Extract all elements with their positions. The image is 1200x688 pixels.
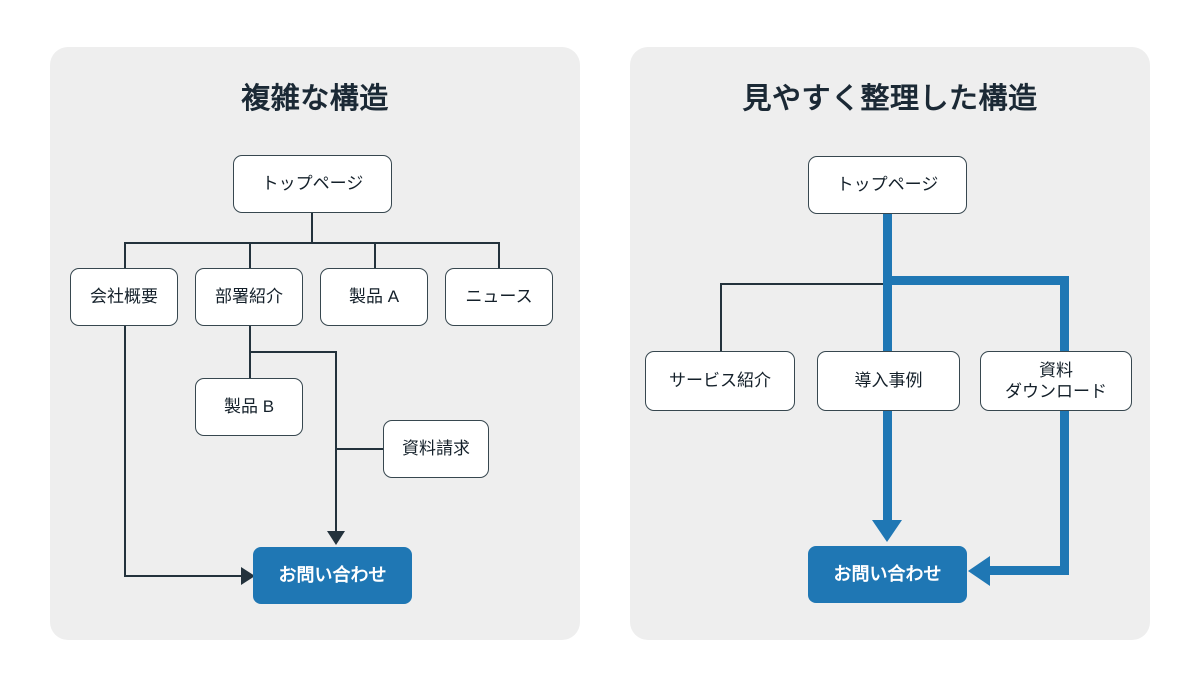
node-label: 製品 B <box>223 397 275 417</box>
node-label: トップページ <box>836 175 939 195</box>
node-label: お問い合わせ <box>833 564 942 585</box>
panel-complex-structure: 複雑な構造 <box>50 47 580 640</box>
connector-blue-top-stem <box>883 212 892 285</box>
connector-blue-cases-to-contact <box>883 411 892 521</box>
connector-left-bus <box>124 242 499 244</box>
connector-blue-download-vertical <box>1060 411 1069 575</box>
connector-left-dept-bus <box>249 351 336 353</box>
node-service-intro[interactable]: サービス紹介 <box>645 351 795 411</box>
node-contact-right[interactable]: お問い合わせ <box>808 546 967 603</box>
connector-left-drop-dept <box>249 242 251 270</box>
connector-blue-bus <box>883 276 1069 285</box>
node-case-studies[interactable]: 導入事例 <box>817 351 960 411</box>
connector-left-dept-to-productb <box>249 351 251 379</box>
node-label: 資料 ダウンロード <box>1005 360 1107 401</box>
node-label: 会社概要 <box>90 287 158 307</box>
arrowhead-right-to-contact <box>241 567 255 585</box>
node-contact-left[interactable]: お問い合わせ <box>253 547 412 604</box>
connector-blue-drop-cases <box>883 276 892 354</box>
node-label: 部署紹介 <box>215 287 283 307</box>
node-label: トップページ <box>261 174 364 194</box>
arrowhead-blue-left-to-contact <box>968 556 990 586</box>
node-company-overview[interactable]: 会社概要 <box>70 268 178 326</box>
connector-left-company-vertical <box>124 325 126 577</box>
node-document-download[interactable]: 資料 ダウンロード <box>980 351 1132 411</box>
node-product-b[interactable]: 製品 B <box>195 378 303 436</box>
node-label: 資料請求 <box>402 439 470 459</box>
node-label: お問い合わせ <box>278 565 387 586</box>
connector-right-thin-bus <box>720 283 887 285</box>
node-label: ニュース <box>465 287 533 307</box>
connector-left-company-to-contact <box>124 575 243 577</box>
node-top-page[interactable]: トップページ <box>233 155 392 213</box>
node-document-request[interactable]: 資料請求 <box>383 420 489 478</box>
connector-left-dept-stem <box>249 325 251 352</box>
node-label: サービス紹介 <box>669 371 771 391</box>
node-top-page-right[interactable]: トップページ <box>808 156 967 214</box>
connector-left-drop-producta <box>374 242 376 270</box>
arrowhead-blue-down-to-contact <box>872 520 902 542</box>
node-label: 製品 A <box>348 287 400 307</box>
node-department-intro[interactable]: 部署紹介 <box>195 268 303 326</box>
connector-left-branch-to-request <box>335 448 384 450</box>
connector-left-top-stem <box>311 213 313 243</box>
arrowhead-down-to-contact <box>327 531 345 545</box>
node-product-a[interactable]: 製品 A <box>320 268 428 326</box>
node-label: 導入事例 <box>854 371 923 391</box>
connector-left-branch-vertical <box>335 351 337 533</box>
panel-title-complex: 複雑な構造 <box>241 83 389 115</box>
connector-left-drop-news <box>498 242 500 270</box>
panel-title-organized: 見やすく整理した構造 <box>742 83 1038 115</box>
connector-blue-download-to-contact <box>990 566 1069 575</box>
connector-blue-drop-download <box>1060 276 1069 354</box>
node-news[interactable]: ニュース <box>445 268 553 326</box>
connector-right-thin-drop-service <box>720 283 722 351</box>
connector-left-drop-company <box>124 242 126 270</box>
